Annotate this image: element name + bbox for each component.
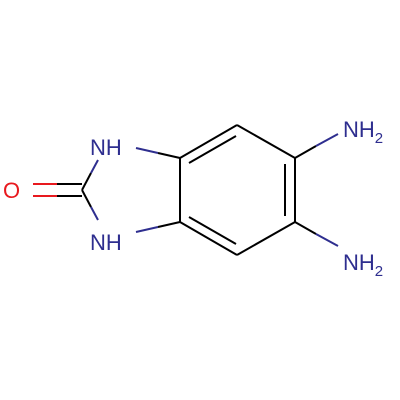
bond-c7-c6	[236, 124, 296, 159]
amine-top-label: NH2	[343, 117, 383, 147]
bond-c7a-c7-inner	[188, 135, 237, 164]
bond-c2-n1-black	[81, 172, 92, 191]
bond-c6-nh2-black	[294, 145, 317, 159]
bond-c6-nh2-blue	[315, 133, 339, 147]
bond-c5-c4	[236, 221, 296, 256]
amine-bottom-main: NH	[343, 250, 375, 275]
amine-top-main: NH	[343, 117, 375, 142]
bond-n3-c3a-black	[157, 221, 181, 228]
nh-top-label: NH	[90, 135, 122, 160]
bond-c4-c3a-inner	[188, 216, 237, 245]
bond-c5-nh2-black	[294, 221, 317, 235]
bond-c2-n3-blue	[90, 206, 99, 221]
amine-bottom-label: NH2	[343, 250, 383, 280]
bond-c5-nh2-blue	[315, 233, 339, 247]
amine-top-subscript: 2	[375, 130, 383, 147]
bond-c7a-c7	[179, 124, 238, 159]
amine-bottom-subscript: 2	[375, 263, 383, 280]
oxygen-atom-label: O	[3, 178, 20, 203]
bond-c2-n3-black	[81, 189, 92, 208]
bond-c4-c3a	[179, 221, 238, 256]
bond-n1-c7a-blue	[135, 147, 159, 154]
bond-n3-c3a-blue	[135, 226, 159, 233]
bond-c2-n1-blue	[90, 159, 99, 174]
nh-bottom-label: NH	[90, 230, 122, 255]
bond-n1-c7a-black	[157, 152, 181, 159]
